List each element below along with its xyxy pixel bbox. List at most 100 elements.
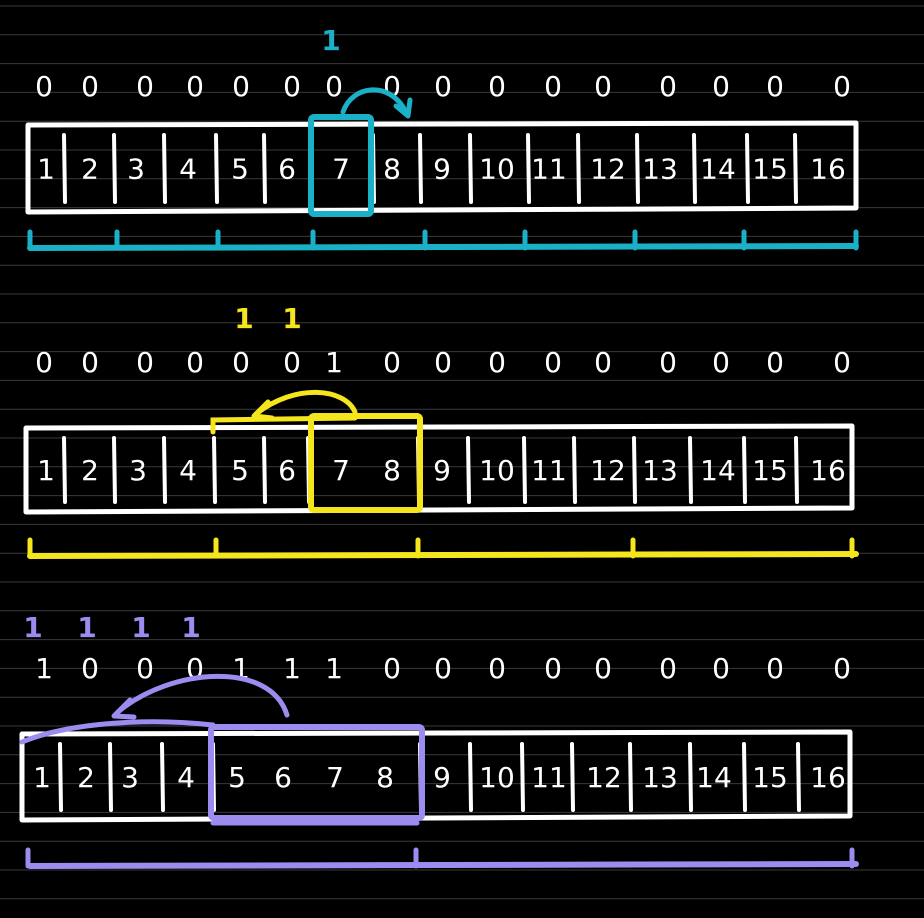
bit-digit: 0 bbox=[81, 70, 99, 103]
top-mark: 1 bbox=[77, 611, 96, 644]
bit-digit: 0 bbox=[766, 652, 784, 685]
bit-digit: 1 bbox=[325, 346, 343, 379]
cell-divider bbox=[796, 742, 801, 812]
bit-digit: 1 bbox=[283, 652, 301, 685]
cell-index: 13 bbox=[642, 153, 678, 186]
ruled-background-lines bbox=[0, 5, 924, 900]
cell-index: 1 bbox=[33, 761, 51, 794]
bit-digit: 0 bbox=[383, 652, 401, 685]
cell-divider bbox=[468, 133, 473, 204]
cell-divider bbox=[466, 436, 471, 504]
array-outline bbox=[23, 423, 855, 515]
highlight-rect bbox=[308, 413, 423, 513]
cell-index: 4 bbox=[179, 153, 197, 186]
bit-digit: 0 bbox=[186, 70, 204, 103]
cell-index: 8 bbox=[376, 761, 394, 794]
cell-divider bbox=[468, 742, 473, 812]
cell-index: 10 bbox=[479, 761, 515, 794]
cell-index: 8 bbox=[383, 153, 401, 186]
bit-digit: 0 bbox=[35, 346, 53, 379]
bit-digit: 0 bbox=[594, 70, 612, 103]
bit-digit: 0 bbox=[544, 70, 562, 103]
cell-index: 4 bbox=[177, 761, 195, 794]
cell-divider bbox=[793, 133, 798, 204]
bit-digit: 0 bbox=[712, 346, 730, 379]
cell-index: 9 bbox=[433, 761, 451, 794]
cell-divider bbox=[522, 436, 527, 504]
bit-digit: 0 bbox=[136, 70, 154, 103]
cell-index: 2 bbox=[81, 153, 99, 186]
cell-index: 7 bbox=[332, 153, 350, 186]
top-mark: 1 bbox=[131, 611, 150, 644]
cell-index: 11 bbox=[531, 454, 567, 487]
cell-index: 12 bbox=[590, 454, 626, 487]
cell-index: 5 bbox=[231, 153, 249, 186]
bit-digit: 0 bbox=[766, 70, 784, 103]
bit-digit: 0 bbox=[81, 346, 99, 379]
bit-digit: 0 bbox=[383, 346, 401, 379]
cell-index: 11 bbox=[531, 153, 567, 186]
cell-index: 1 bbox=[37, 454, 55, 487]
bit-digit: 0 bbox=[136, 652, 154, 685]
bit-digit: 0 bbox=[232, 346, 250, 379]
bit-digit: 0 bbox=[283, 346, 301, 379]
bit-digit: 0 bbox=[833, 70, 851, 103]
cell-index: 9 bbox=[433, 153, 451, 186]
cell-divider bbox=[262, 133, 267, 204]
cell-index: 12 bbox=[590, 153, 626, 186]
cell-index: 15 bbox=[752, 454, 788, 487]
cell-index: 5 bbox=[231, 454, 249, 487]
cell-index: 7 bbox=[332, 454, 350, 487]
cell-divider bbox=[162, 133, 167, 204]
cell-index: 7 bbox=[326, 761, 344, 794]
bit-digit: 0 bbox=[712, 652, 730, 685]
bit-digit: 0 bbox=[488, 652, 506, 685]
ruler-line bbox=[27, 551, 859, 559]
cell-divider bbox=[794, 436, 799, 504]
top-marks: 1 bbox=[321, 24, 340, 57]
cell-divider bbox=[628, 742, 633, 812]
cell-index: 2 bbox=[77, 761, 95, 794]
shift-right-arrow bbox=[340, 87, 409, 115]
cell-index: 5 bbox=[228, 761, 246, 794]
cell-divider bbox=[212, 436, 217, 504]
cell-divider bbox=[742, 742, 747, 812]
cell-divider bbox=[526, 133, 531, 204]
cell-index: 1 bbox=[37, 153, 55, 186]
cell-index: 11 bbox=[531, 761, 567, 794]
highlight-rect bbox=[208, 724, 425, 821]
highlight-box bbox=[308, 413, 423, 513]
highlight-box bbox=[308, 114, 374, 217]
bit-digit: 0 bbox=[81, 652, 99, 685]
cell-index: 3 bbox=[127, 153, 145, 186]
bit-digit: 0 bbox=[35, 70, 53, 103]
cell-divider bbox=[632, 436, 637, 504]
arrow-head-icon bbox=[251, 399, 275, 421]
cell-index: 12 bbox=[586, 761, 622, 794]
bit-digit: 0 bbox=[594, 346, 612, 379]
cell-index: 10 bbox=[479, 153, 515, 186]
top-mark: 1 bbox=[234, 302, 253, 335]
cell-index: 9 bbox=[433, 454, 451, 487]
cell-divider bbox=[112, 133, 117, 204]
top-marks: 1 1 1 1 bbox=[23, 611, 200, 644]
bit-digit: 0 bbox=[833, 346, 851, 379]
cell-divider bbox=[635, 133, 640, 204]
bit-digit: 1 bbox=[325, 652, 343, 685]
top-mark: 1 bbox=[181, 611, 200, 644]
top-mark: 1 bbox=[321, 24, 340, 57]
cell-divider bbox=[570, 742, 575, 812]
bit-digit: 0 bbox=[544, 346, 562, 379]
cell-divider bbox=[572, 436, 577, 504]
bit-digit: 0 bbox=[544, 652, 562, 685]
bit-digit: 0 bbox=[766, 346, 784, 379]
highlight-rect bbox=[308, 114, 374, 217]
bit-digit: 0 bbox=[659, 652, 677, 685]
